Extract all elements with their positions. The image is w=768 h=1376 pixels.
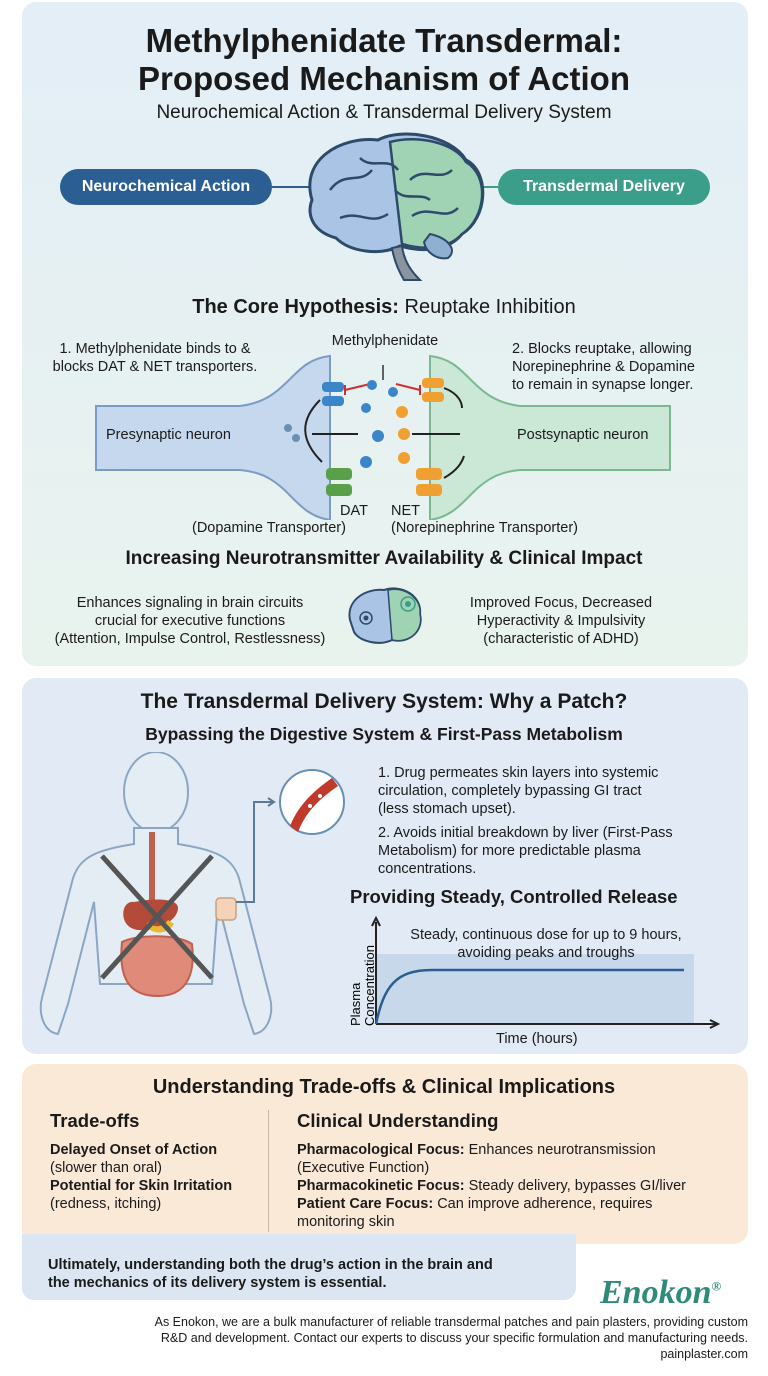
release-heading: Providing Steady, Controlled Release <box>350 886 678 907</box>
presynaptic-neuron <box>95 354 331 520</box>
reuptake-arrows <box>304 387 465 479</box>
dat-label: DAT <box>340 503 368 519</box>
delivery-point1: 1. Drug permeates skin layers into syste… <box>378 765 659 817</box>
dat-full-label: (Dopamine Transporter) <box>192 520 346 536</box>
human-body-illustration <box>39 752 345 1036</box>
brain-icon <box>308 132 485 281</box>
net-label: NET <box>391 503 420 519</box>
neurochemical-panel <box>22 2 748 666</box>
dat-transporter-top <box>322 382 344 406</box>
net-transporter-top <box>422 378 444 402</box>
postsynaptic-neuron <box>429 354 671 520</box>
clinical-heading: Clinical Understanding <box>297 1110 499 1131</box>
chart-area-fill <box>376 954 694 1024</box>
page-title-line2: Proposed Mechanism of Action <box>137 60 630 97</box>
brain-signal-icon <box>348 587 422 644</box>
neurotransmitter-molecules <box>284 380 410 468</box>
neurochemical-action-pill: Neurochemical Action <box>60 169 272 205</box>
tradeoffs-list: Delayed Onset of Action(slower than oral… <box>50 1142 233 1212</box>
net-full-label: (Norepinephrine Transporter) <box>391 520 578 536</box>
transdermal-delivery-pill: Transdermal Delivery <box>498 169 710 205</box>
tradeoffs-left-heading: Trade-offs <box>50 1110 140 1131</box>
brain-illustration <box>272 132 498 281</box>
postsynaptic-label: Postsynaptic neuron <box>517 427 649 443</box>
concentration-curve <box>374 968 684 1025</box>
methylphenidate-label: Methylphenidate <box>331 333 439 349</box>
y-axis-label-line2: Concentration <box>362 945 377 1026</box>
patch-icon <box>215 897 237 921</box>
cross-line-b <box>100 854 214 980</box>
delivery-heading: The Transdermal Delivery System: Why a P… <box>140 690 628 713</box>
tradeoffs-panel <box>22 1064 748 1244</box>
y-axis-label-line1: Plasma <box>348 982 363 1026</box>
head <box>123 752 189 833</box>
conclusion-text: Ultimately, understanding both the drug’… <box>48 1257 493 1291</box>
enokon-logo: Enokon® <box>600 1274 722 1311</box>
x-axis-label: Time (hours) <box>496 1031 578 1047</box>
delivery-subheading: Bypassing the Digestive System & First-P… <box>145 724 623 744</box>
column-divider <box>268 1110 269 1232</box>
page-title-line1: Methylphenidate Transdermal: <box>145 22 623 59</box>
intestines <box>120 935 194 998</box>
footer-website: painplaster.com <box>660 1347 748 1361</box>
clinical-list: Pharmacological Focus: Enhances neurotra… <box>297 1142 686 1230</box>
release-note: Steady, continuous dose for up to 9 hour… <box>410 927 682 961</box>
presynaptic-label: Presynaptic neuron <box>106 427 231 443</box>
dat-transporter-bottom <box>326 468 352 496</box>
net-transporter-bottom <box>416 468 442 496</box>
step1-text: 1. Methylphenidate binds to &blocks DAT … <box>52 341 258 375</box>
footer-text: As Enokon, we are a bulk manufacturer of… <box>28 1314 748 1362</box>
hypothesis-heading: The Core Hypothesis: Reuptake Inhibition <box>192 296 576 318</box>
page-subtitle: Neurochemical Action & Transdermal Deliv… <box>156 102 612 123</box>
tradeoffs-heading: Understanding Trade-offs & Clinical Impl… <box>152 1076 616 1098</box>
release-chart: Plasma Concentration <box>348 915 721 1029</box>
delivery-point2: 2. Avoids initial breakdown by liver (Fi… <box>378 825 673 877</box>
availability-heading: Increasing Neurotransmitter Availability… <box>125 548 643 569</box>
conclusion-panel <box>22 1234 576 1300</box>
synapse-diagram <box>95 354 671 520</box>
